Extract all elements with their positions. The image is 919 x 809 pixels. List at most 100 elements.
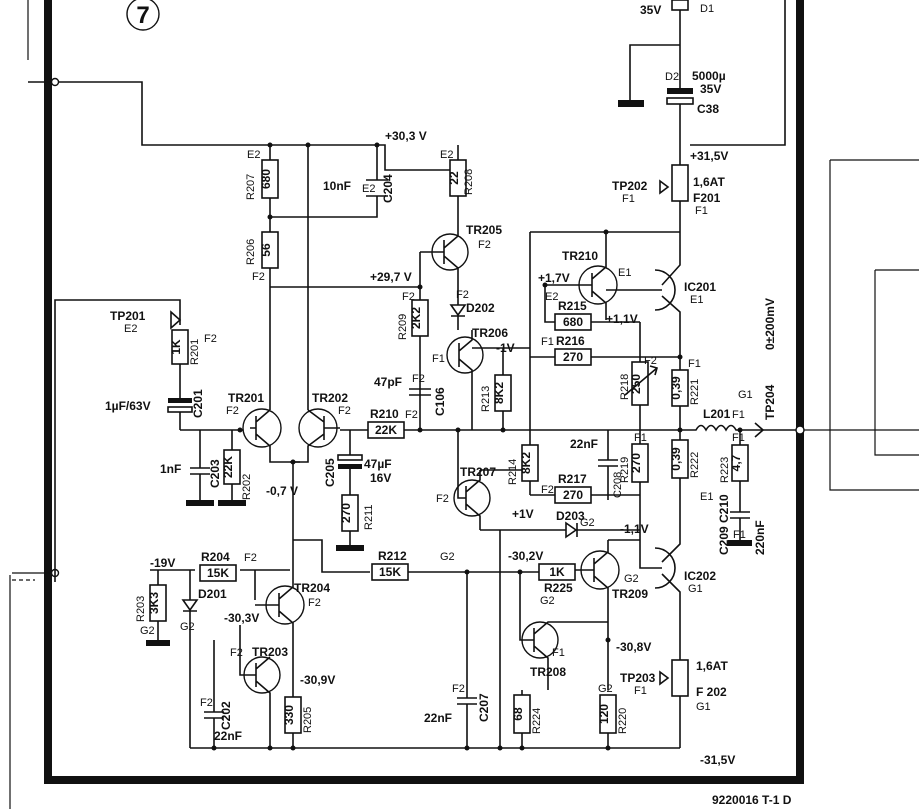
tp204-label: TP204 (763, 384, 777, 420)
tp204-level: 0±200mV (763, 298, 777, 350)
r203-label: R203 (135, 596, 147, 622)
grid-f1-l201: F1 (732, 409, 745, 421)
resistor-r204: 15K R204 F2 (199, 550, 257, 582)
transistor-tr203: TR203 F2 -30,9V (230, 625, 335, 748)
input-section: TP201 E2 1K R201 F2 1µF/63V C201 (54, 299, 217, 582)
resistor-r210: 22K R210 F2 (367, 407, 418, 439)
ic201-label: IC201 (684, 280, 716, 294)
f202-value: 1,6AT (696, 659, 728, 673)
r210-label: R210 (370, 407, 399, 421)
c106-label: C106 (433, 387, 447, 416)
grid-f1-r223: F1 (732, 432, 745, 444)
grid-e2-r208: E2 (440, 149, 453, 161)
r216-value: 270 (563, 350, 583, 364)
resistor-r221: 0,39 R221 F1 (669, 350, 701, 430)
c201-value: 1µF/63V (105, 399, 151, 413)
resistor-r211: 270 R211 (336, 494, 375, 551)
r209-value: 2K2 (409, 307, 423, 329)
voltage-plus-1-1: +1,1V (606, 312, 638, 326)
lower-left-section: -19V (150, 556, 290, 600)
transistor-tr202: TR202 F2 -0,7 V (266, 391, 351, 578)
r202-label: R202 (241, 474, 253, 500)
diode-d201: D201 G2 (180, 570, 227, 748)
grid-f2-c202: F2 (200, 697, 213, 709)
grid-f2-tr202: F2 (338, 405, 351, 417)
resistor-r203: 3K3 R203 G2 (135, 570, 170, 646)
grid-g2-r212: G2 (440, 551, 455, 563)
transistor-tr208: TR208 F1 -30,8V (519, 572, 651, 690)
r208-label: R208 (463, 169, 475, 195)
resistor-r217: 270 R217 F2 (530, 472, 640, 504)
r212-value: 15K (379, 565, 401, 579)
diode-d202: D202 F2 (449, 289, 495, 330)
fuse-f201: 1,6AT F201 F1 TP202 F1 (612, 164, 725, 245)
c38-value: 5000µ (692, 69, 726, 83)
r217-label: R217 (558, 472, 587, 486)
grid-e1-r222: E1 (700, 491, 713, 503)
resistor-r216: 270 R216 F1 (530, 334, 680, 366)
voltage-minus-30-9: -30,9V (300, 673, 335, 687)
resistor-r225: 1K R225 G2 -30,2V (508, 549, 576, 607)
grid-g2-tr209: G2 (624, 573, 639, 585)
diode-d203: D203 G2 -1,1V (556, 509, 649, 539)
grid-f1-tp203: F1 (634, 685, 647, 697)
r201-label: R201 (189, 339, 201, 365)
r204-label: R204 (201, 550, 230, 564)
top-rail-30v: +30,3 V (267, 129, 459, 410)
c38-label: C38 (697, 102, 719, 116)
resistor-r220: 120 R220 G2 (597, 683, 629, 748)
grid-f1-f201: F1 (695, 205, 708, 217)
c202-value: 22nF (214, 729, 242, 743)
r223-label: R223 (719, 457, 731, 483)
sheet-number-marker: 7 (126, 0, 160, 31)
grid-f2-r201: F2 (204, 333, 217, 345)
capacitor-c205: 47µF 16V C205 (323, 430, 392, 495)
c209-label: C209 C210 (717, 494, 731, 555)
c204-label: C204 (381, 174, 395, 203)
resistor-r224: 68 R224 (511, 690, 543, 748)
tr206-label: TR206 (472, 326, 508, 340)
grid-e2-r207: E2 (247, 149, 260, 161)
grid-g1-ic202: G1 (688, 583, 703, 595)
resistor-r207: 680 R207 E2 (245, 149, 279, 232)
rail-29v: +29,7 V (270, 252, 423, 300)
grid-e1-ic201: E1 (690, 294, 703, 306)
r206-label: R206 (245, 239, 257, 265)
resistor-r222: 0,39 R222 E1 (669, 430, 713, 530)
capacitor-c203: 1nF C203 (160, 430, 222, 506)
transistor-tr206: TR206 F1 -1V (432, 326, 530, 430)
voltage-minus-31-5: -31,5V (700, 753, 735, 767)
ic201: IC201 E1 (606, 245, 716, 350)
r213-value: 8K2 (492, 382, 506, 404)
grid-f2-r218: F2 (644, 355, 657, 367)
r214-value: 8K2 (519, 452, 533, 474)
transistor-tr210: TR210 E1 +1,7V +1,1V (530, 229, 680, 326)
grid-f1-r219: F1 (634, 432, 647, 444)
tr205-label: TR205 (466, 223, 502, 237)
grid-g2-r220: G2 (598, 683, 613, 695)
drawing-code: 9220016 T-1 D (712, 793, 792, 807)
r224-label: R224 (531, 708, 543, 734)
r215-label: R215 (558, 299, 587, 313)
grid-e1-tr210: E1 (618, 267, 631, 279)
voltage-plus-29-7: +29,7 V (370, 270, 412, 284)
grid-e2-tp201: E2 (124, 323, 137, 335)
c209-value: 220nF (753, 520, 767, 555)
transistor-tr204: TR204 F2 -30,3V (224, 578, 330, 697)
voltage-minus-0-7: -0,7 V (266, 484, 298, 498)
grid-f2-tr205: F2 (478, 239, 491, 251)
ic202: IC202 G1 (639, 525, 716, 660)
r221-value: 0,39 (669, 376, 683, 400)
transistor-tr207: TR207 F2 +1V (436, 430, 560, 531)
d2-label: D2 (665, 71, 679, 83)
grid-f2-r209: F2 (402, 291, 415, 303)
c208-label: C208 (612, 472, 624, 498)
resistor-r219: 270 R219 F1 (619, 430, 649, 525)
d202-label: D202 (466, 301, 495, 315)
resistor-r209: 2K2 R209 F2 (397, 291, 429, 430)
tp202-label: TP202 (612, 179, 648, 193)
capacitor-c209-c210: C209 C210 220nF F1 (717, 494, 767, 555)
r225-value: 1K (549, 565, 565, 579)
grid-f1-tp202: F1 (622, 193, 635, 205)
transistor-tr205: TR205 F2 (420, 223, 502, 295)
